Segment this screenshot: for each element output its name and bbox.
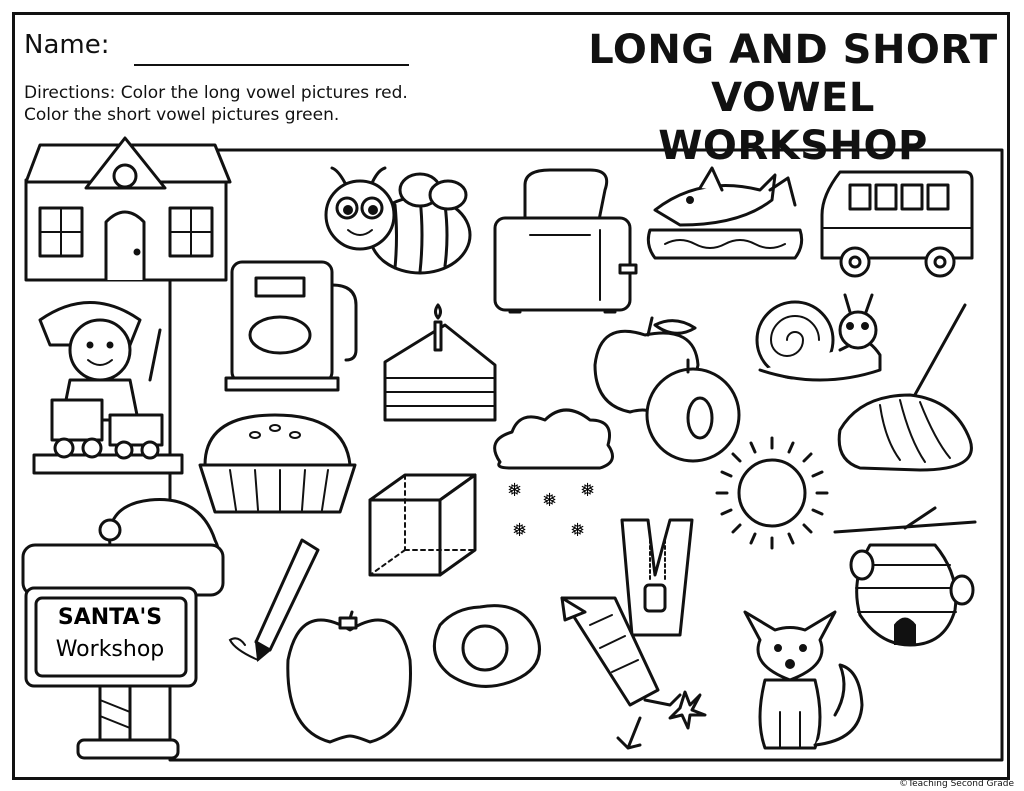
gas-pump-picture[interactable] <box>224 260 358 392</box>
pen-picture[interactable] <box>228 538 320 662</box>
directions-line-1: Directions: Color the long vowel picture… <box>24 83 408 103</box>
copyright-text: ©Teaching Second Grade <box>899 779 1014 789</box>
toaster-picture[interactable] <box>493 168 638 314</box>
bus-picture[interactable] <box>820 170 974 278</box>
snail-picture[interactable] <box>755 293 882 382</box>
mop-picture[interactable] <box>837 303 973 472</box>
egg-picture[interactable] <box>432 604 541 688</box>
title-line-1: LONG AND SHORT <box>588 27 998 73</box>
svg-text:❅: ❅ <box>570 520 585 541</box>
gingerbread-house-picture[interactable] <box>24 136 232 282</box>
rocket-picture[interactable] <box>560 596 707 750</box>
fox-picture[interactable] <box>743 610 864 750</box>
page-title: LONG AND SHORT VOWEL WORKSHOP <box>578 26 1008 170</box>
shark-picture[interactable] <box>646 166 804 260</box>
name-label: Name: <box>24 30 110 60</box>
directions-line-2: Color the short vowel pictures green. <box>24 105 340 125</box>
name-field[interactable] <box>134 64 409 66</box>
sun-picture[interactable] <box>715 436 829 550</box>
directions: Directions: Color the long vowel picture… <box>24 82 408 126</box>
title-line-2: VOWEL WORKSHOP <box>658 75 928 169</box>
svg-text:❅: ❅ <box>542 490 557 511</box>
beehive-picture[interactable] <box>833 506 977 647</box>
apple-picture[interactable] <box>286 610 412 744</box>
bee-picture[interactable] <box>324 166 472 275</box>
svg-text:❅: ❅ <box>580 480 595 501</box>
elf-picture[interactable] <box>32 301 184 475</box>
svg-text:❅: ❅ <box>512 520 527 541</box>
svg-text:❅: ❅ <box>507 480 522 501</box>
cloud-snow-picture[interactable]: ❅ ❅ ❅ ❅ ❅ <box>493 408 614 541</box>
cake-picture[interactable] <box>383 303 497 422</box>
pie-picture[interactable] <box>198 413 357 514</box>
sign-line-1: SANTA'S <box>58 605 162 630</box>
santas-workshop-sign[interactable]: SANTA'S Workshop <box>21 498 225 760</box>
apples-picture[interactable] <box>593 316 741 463</box>
worksheet-border <box>12 12 1010 780</box>
zipper-picture[interactable] <box>620 518 694 637</box>
cube-picture[interactable] <box>368 473 477 577</box>
sign-line-2: Workshop <box>56 637 165 662</box>
